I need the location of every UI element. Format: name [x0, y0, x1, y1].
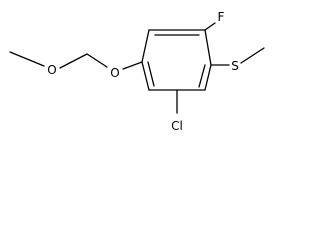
ring-bond-lower-left: [141, 61, 150, 91]
ring-bond-lower-left-inner: [147, 61, 155, 87]
ring-bond-lower-right-inner: [198, 64, 206, 88]
sulfur-atom-label: S: [231, 59, 239, 73]
bond-methylene-oxygen: [59, 53, 88, 69]
chlorine-atom-label: Cl: [171, 119, 183, 133]
ring-ether-oxygen-label: O: [110, 66, 119, 80]
bond-ring-fluorine: [204, 22, 216, 31]
chemical-structure-diagram: F S Cl O O: [9, 10, 265, 133]
bond-ring-oxygen: [122, 61, 143, 70]
bond-oxygen-methyl: [9, 51, 45, 67]
fluorine-atom-label: F: [218, 10, 225, 24]
ring-bond-upper-left: [141, 29, 150, 63]
benzene-ring: [141, 29, 212, 91]
bond-oxygen-methylene: [86, 53, 108, 68]
methoxy-oxygen-label: O: [47, 63, 56, 77]
bond-sulfur-methyl: [240, 47, 265, 64]
ring-bond-lower-right: [204, 64, 212, 91]
ring-bond-upper-right: [204, 29, 212, 66]
